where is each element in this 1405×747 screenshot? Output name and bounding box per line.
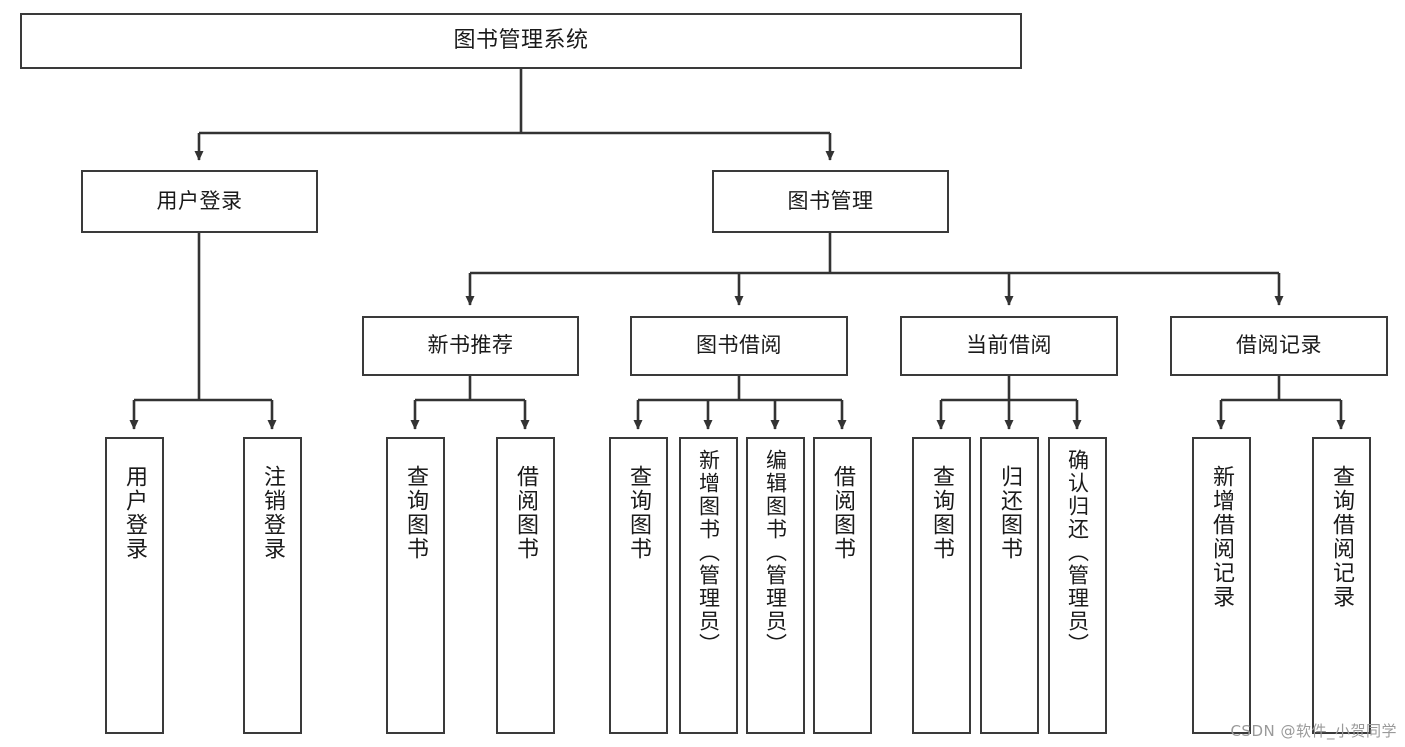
node-leaf-add-borrow-record[interactable]: 新增借阅记录 [1192,437,1251,734]
node-label: 图书借阅 [696,333,782,358]
node-label: 用户登录 [122,465,148,561]
node-book-borrow[interactable]: 图书借阅 [630,316,848,376]
node-label: 图书管理 [787,188,874,213]
node-book-management[interactable]: 图书管理 [712,170,949,233]
node-leaf-add-book[interactable]: 新增图书（管理员） [679,437,738,734]
node-borrow-record[interactable]: 借阅记录 [1170,316,1388,376]
node-leaf-query-borrow-record[interactable]: 查询借阅记录 [1312,437,1371,734]
node-label: 新增借阅记录 [1209,465,1235,609]
node-label: 当前借阅 [966,333,1052,358]
node-label: 确认归还（管理员） [1065,449,1090,656]
node-label: 查询图书 [929,465,955,561]
node-label: 图书管理系统 [453,27,589,53]
node-label: 借阅图书 [513,465,539,561]
node-label: 归还图书 [997,465,1023,561]
node-label: 注销登录 [260,465,286,561]
node-leaf-borrow-book-1[interactable]: 借阅图书 [496,437,555,734]
node-leaf-query-book-3[interactable]: 查询图书 [912,437,971,734]
node-label: 借阅记录 [1236,333,1322,358]
node-leaf-user-login[interactable]: 用户登录 [105,437,164,734]
node-label: 用户登录 [156,188,243,213]
node-label: 查询图书 [403,465,429,561]
node-leaf-logout-login[interactable]: 注销登录 [243,437,302,734]
node-leaf-return-book[interactable]: 归还图书 [980,437,1039,734]
node-leaf-query-book-2[interactable]: 查询图书 [609,437,668,734]
node-label: 查询图书 [626,465,652,561]
node-new-book-recommend[interactable]: 新书推荐 [362,316,579,376]
node-label: 新书推荐 [427,333,514,358]
node-user-login[interactable]: 用户登录 [81,170,318,233]
node-leaf-confirm-return[interactable]: 确认归还（管理员） [1048,437,1107,734]
node-label: 查询借阅记录 [1329,465,1355,609]
node-label: 新增图书（管理员） [696,449,721,656]
node-label: 借阅图书 [830,465,856,561]
node-leaf-query-book-1[interactable]: 查询图书 [386,437,445,734]
node-leaf-edit-book[interactable]: 编辑图书（管理员） [746,437,805,734]
watermark-label: CSDN @软件_小贺同学 [1230,722,1397,740]
node-label: 编辑图书（管理员） [763,449,788,656]
node-current-borrow[interactable]: 当前借阅 [900,316,1118,376]
node-root-system[interactable]: 图书管理系统 [20,13,1022,69]
node-leaf-borrow-book-2[interactable]: 借阅图书 [813,437,872,734]
